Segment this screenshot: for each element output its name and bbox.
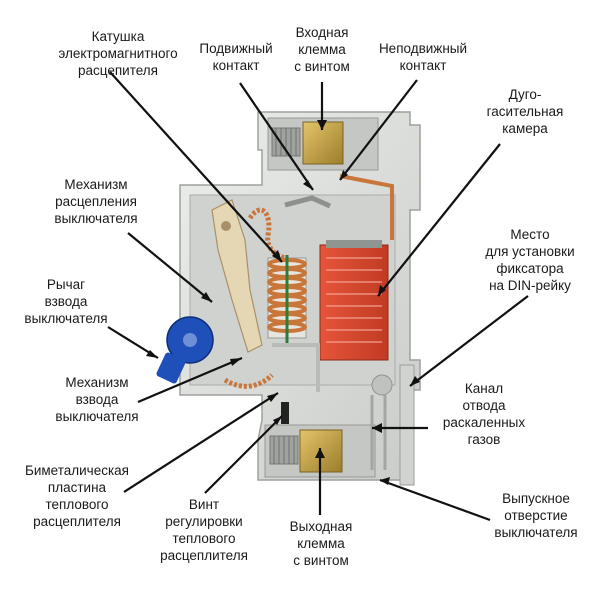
leader-trip-mechanism — [127, 232, 213, 303]
arrow-gas-channel — [372, 423, 382, 433]
leader-moving-contact — [239, 82, 314, 191]
arrow-arc-chamber — [378, 285, 386, 296]
trip-mechanism — [211, 199, 263, 353]
cocking-lever-hub — [183, 333, 197, 347]
adjust-screw — [281, 402, 289, 424]
arrow-din — [410, 376, 420, 386]
arrow-input-terminal — [317, 120, 327, 130]
trip-mechanism-pivot — [221, 221, 231, 231]
cocking-lever-handle — [156, 352, 186, 384]
leader-adjust-screw — [204, 415, 283, 494]
arrow-cocking — [230, 358, 242, 366]
arrow-exhaust — [380, 477, 390, 485]
leader-exhaust — [379, 478, 491, 522]
arc-chamber-top — [326, 240, 382, 248]
gas-channel — [370, 395, 387, 470]
arrow-adjust-screw — [273, 416, 282, 425]
moving-contact — [284, 195, 332, 209]
braided-wire-bottom — [223, 373, 274, 389]
arc-chamber-plates — [326, 257, 382, 343]
arrow-moving-contact — [303, 180, 313, 190]
leader-fixed-contact — [339, 79, 418, 181]
braided-wire-top — [247, 207, 286, 261]
leader-din — [409, 295, 529, 387]
leader-lines — [107, 71, 529, 522]
arrow-output-terminal — [315, 448, 325, 458]
output-terminal-screw-thread — [273, 436, 295, 464]
arrow-fixed-contact — [340, 170, 348, 180]
fixed-contact-bar — [339, 174, 394, 240]
leader-arc-chamber — [377, 143, 501, 297]
arrow-trip-mechanism — [201, 292, 212, 302]
leader-arrowheads — [146, 120, 420, 485]
leader-coil — [109, 71, 283, 263]
arrow-bimetal — [267, 393, 278, 402]
bimetal-strip — [272, 343, 320, 392]
din-latch — [399, 364, 415, 486]
arrow-lever — [146, 350, 158, 358]
din-latch-hole — [371, 374, 393, 396]
arrow-coil — [272, 250, 282, 262]
leader-cocking — [137, 356, 243, 404]
leader-bimetal — [123, 392, 279, 493]
arc-chamber — [319, 244, 389, 361]
